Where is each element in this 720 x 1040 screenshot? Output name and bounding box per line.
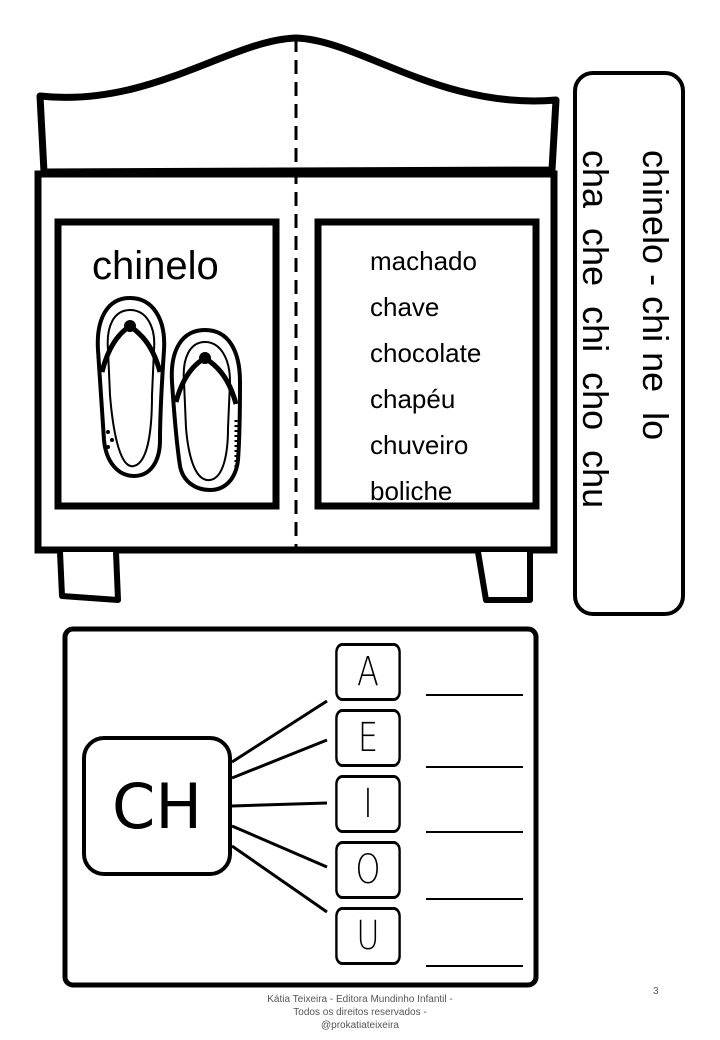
list-item: chocolate (370, 338, 482, 368)
cabinet-foot-left (57, 551, 121, 603)
syllable-card-syllables-line: cha che chi cho chu (575, 150, 616, 509)
vowel-box-o: O (335, 841, 401, 899)
answer-line[interactable] (426, 766, 523, 768)
right-panel-frame (314, 218, 540, 510)
vowel-box-e: E (335, 709, 401, 767)
list-item: chave (370, 292, 440, 322)
list-item: chapéu (370, 384, 456, 414)
footer-credits: Kátia Teixeira - Editora Mundinho Infant… (230, 993, 490, 1032)
vowel-box-u: U (335, 907, 401, 965)
list-item: chuveiro (370, 430, 469, 460)
cabinet-crown (36, 34, 560, 176)
list-item: boliche (370, 476, 453, 506)
word-list: machado chave chocolate chapéu chuveiro … (370, 238, 481, 514)
syllable-card (573, 71, 685, 616)
connector-lines (231, 699, 328, 914)
vowel-box-i: I (335, 775, 401, 833)
list-item: machado (370, 246, 477, 276)
cabinet-foot-right (475, 551, 533, 603)
footer-line: Todos os direitos reservados - (293, 1007, 427, 1018)
answer-line[interactable] (426, 694, 523, 696)
footer-line: @prokatiateixeira (321, 1020, 399, 1031)
answer-line[interactable] (426, 898, 523, 900)
footer-line: Kátia Teixeira - Editora Mundinho Infant… (267, 994, 453, 1005)
answer-line[interactable] (426, 831, 523, 833)
flip-flops-icon (95, 296, 242, 492)
answer-line[interactable] (426, 965, 523, 967)
consonant-box: CH (82, 736, 232, 876)
syllable-card-word-line: chinelo - chi ne lo (635, 150, 676, 441)
page-number: 3 (653, 986, 659, 997)
vowel-box-a: A (335, 643, 401, 701)
left-panel-title: chinelo (92, 244, 219, 288)
exercise-box (62, 626, 539, 988)
